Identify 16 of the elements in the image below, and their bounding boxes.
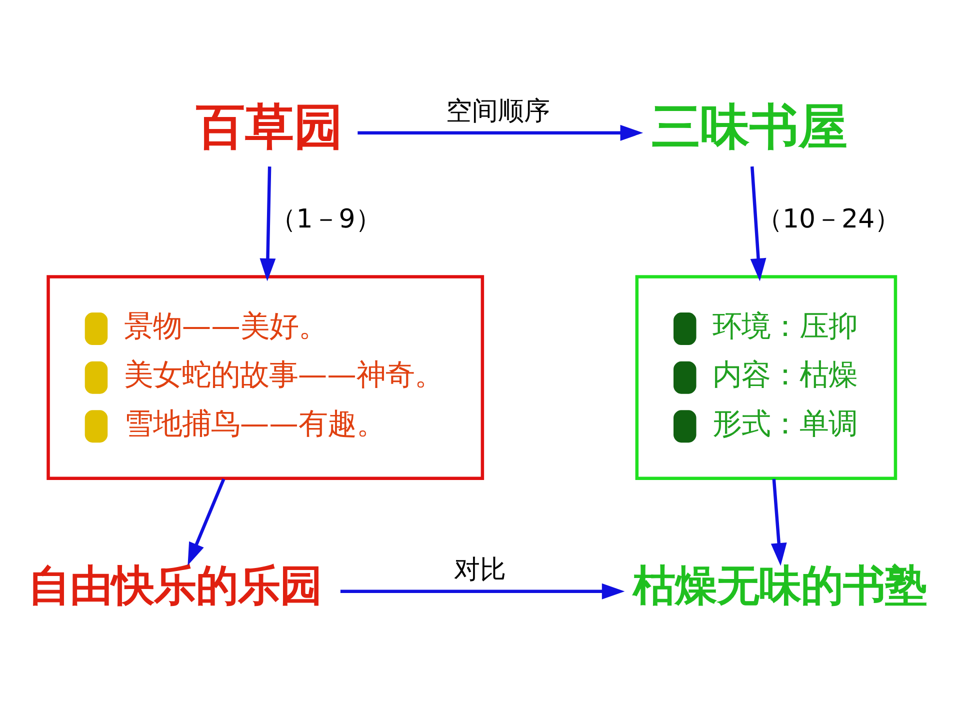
arrow [188,478,226,565]
arrow [770,478,787,566]
node-text: 三味书屋 [652,98,848,155]
arrow [260,166,276,281]
edge-label: 对比 [454,554,506,585]
edge-label: （10－24） [756,204,901,234]
node-box: 环境：压抑 内容：枯燥 形式：单调 [635,274,898,480]
arrow [358,124,644,140]
arrow [750,166,766,281]
node-text: 百草园 [196,98,344,155]
node-text: 枯燥无味的书塾 [632,560,927,610]
node-box: 景物——美好。 美女蛇的故事——神奇。 雪地捕鸟——有趣。 [46,274,484,480]
edge-label: 空间顺序 [446,96,550,126]
edge-label: （1－9） [270,204,382,234]
arrow [340,582,625,599]
node-text: 自由快乐的乐园 [28,560,322,610]
